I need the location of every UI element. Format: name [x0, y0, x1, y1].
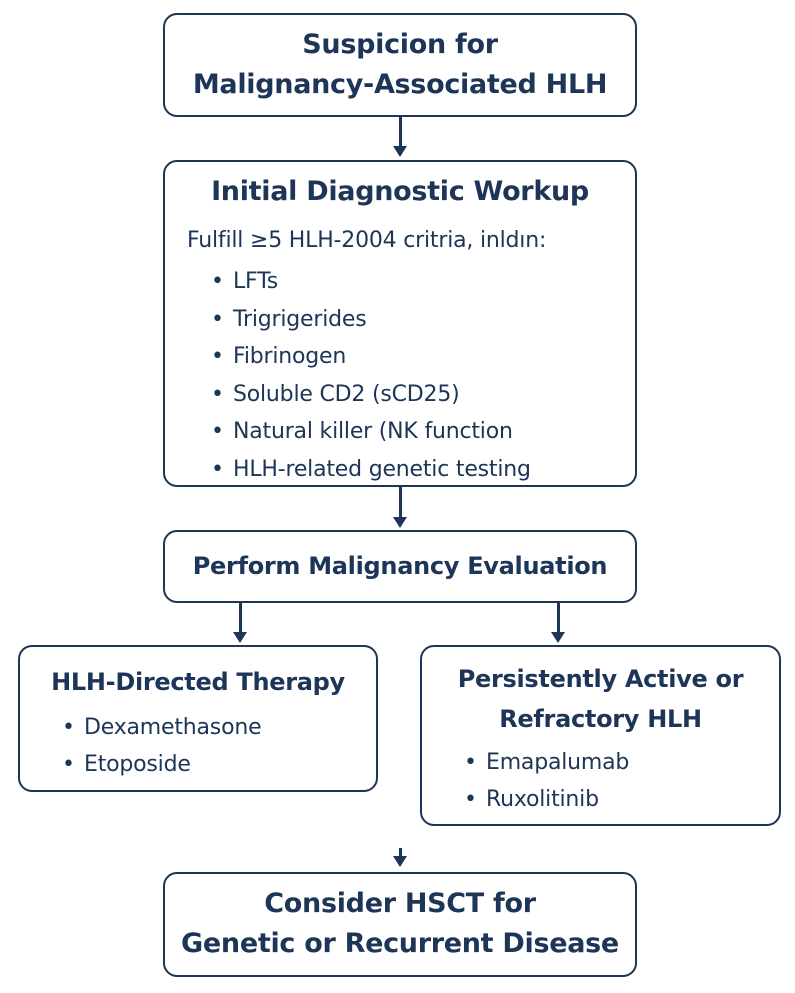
list-item: Etoposide — [60, 746, 261, 783]
refractory-hlh-title-line1: Persistently Active or — [457, 665, 744, 693]
list-item: Natural killer (NK function — [209, 413, 531, 451]
refractory-therapy-list: Emapalumab Ruxolitinib — [462, 744, 629, 818]
hsct-box: Consider HSCT for Genetic or Recurrent D… — [163, 872, 637, 977]
diagnostic-criteria-list: LFTs Trigrigerides Fibrinogen Soluble CD… — [209, 263, 531, 488]
refractory-hlh-title-line2: Refractory HLH — [499, 705, 702, 733]
list-item: LFTs — [209, 263, 531, 301]
list-item: Soluble CD2 (sCD25) — [209, 376, 531, 414]
diagnostic-workup-title: Initial Diagnostic Workup — [211, 176, 589, 207]
list-item: HLH-related genetic testing — [209, 451, 531, 489]
hlh-directed-therapy-title: HLH-Directed Therapy — [51, 668, 345, 696]
therapy-list: Dexamethasone Etoposide — [60, 709, 262, 783]
hsct-title-line1: Consider HSCT for — [264, 888, 536, 919]
malignancy-evaluation-title: Perform Malignancy Evaluation — [192, 552, 608, 580]
list-item: Ruxolitinib — [462, 781, 629, 818]
list-item: Emapalumab — [462, 744, 629, 781]
list-item: Trigrigerides — [209, 301, 531, 339]
suspicion-title-line1: Suspicion for — [302, 29, 498, 60]
malignancy-evaluation-box: Perform Malignancy Evaluation — [163, 530, 637, 603]
suspicion-box: Suspicion for Malignancy-Associated HLH — [163, 13, 637, 117]
list-item: Fibrinogen — [209, 338, 531, 376]
hsct-title-line2: Genetic or Recurrent Disease — [181, 928, 619, 959]
list-item: Dexamethasone — [60, 709, 262, 746]
hlh-directed-therapy-box: HLH-Directed Therapy Dexamethasone Etopo… — [18, 645, 378, 792]
suspicion-title-line2: Malignancy-Associated HLH — [192, 69, 608, 100]
diagnostic-workup-box: Initial Diagnostic Workup Fulfill ≥5 HLH… — [163, 160, 637, 488]
criteria-intro: Fulfill ≥5 HLH-2004 critria, inldın: — [187, 228, 547, 253]
refractory-hlh-box: Persistently Active or Refractory HLH Em… — [420, 645, 781, 826]
